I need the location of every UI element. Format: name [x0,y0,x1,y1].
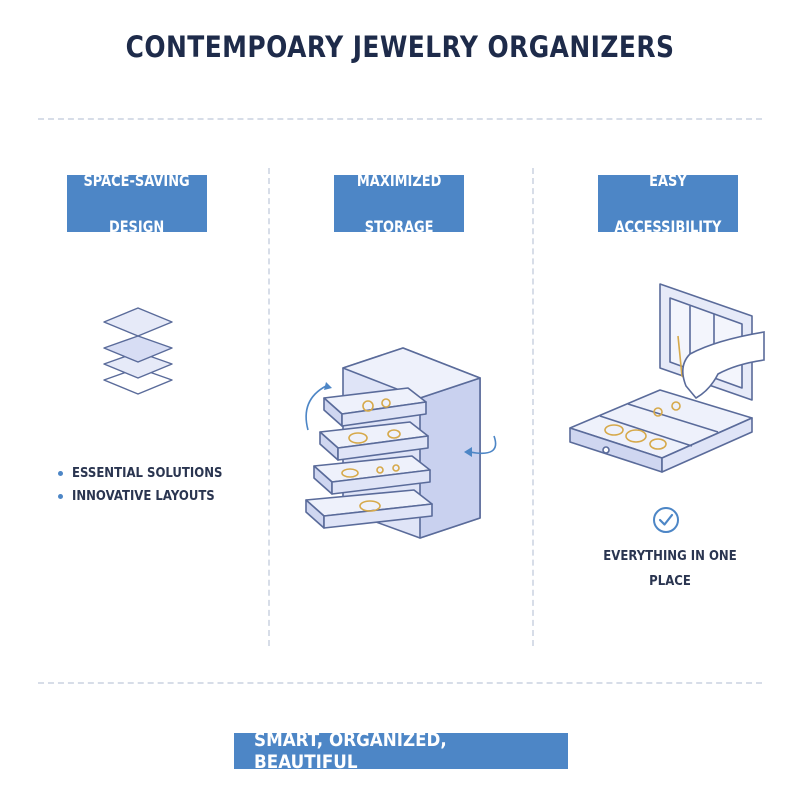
drawer-cabinet-icon [305,347,497,539]
list-item: INNOVATIVE LAYOUTS [58,485,239,508]
heading-line-1: SPACE-SAVING [83,171,191,190]
heading-line-2: DESIGN [109,217,165,236]
top-divider [38,118,762,120]
stacked-layers-icon [103,307,173,395]
footer-tagline: SMART, ORGANIZED, BEAUTIFUL [234,729,568,773]
checkmark-circle-icon [653,507,679,533]
caption-everything: EVERYTHING IN ONE PLACE [603,549,737,589]
heading-space-saving: SPACE-SAVING DESIGN [67,171,207,236]
benefit-list: ESSENTIAL SOLUTIONS INNOVATIVE LAYOUTS [58,462,239,508]
list-item: ESSENTIAL SOLUTIONS [58,462,239,485]
heading-line-2: ACCESSIBILITY [614,217,722,236]
open-jewelry-box-icon [569,283,765,473]
bottom-divider [38,682,762,684]
heading-line-1: EASY [649,171,687,190]
heading-line-1: MAXIMIZED [356,171,442,190]
heading-line-2: STORAGE [364,217,434,236]
column-divider-2 [532,168,534,646]
heading-easy-accessibility: EASY ACCESSIBILITY [598,171,738,236]
page-title: CONTEMPOARY JEWELRY ORGANIZERS [125,30,675,64]
heading-maximized-storage: MAXIMIZED STORAGE [334,171,464,236]
column-divider-1 [268,168,270,646]
